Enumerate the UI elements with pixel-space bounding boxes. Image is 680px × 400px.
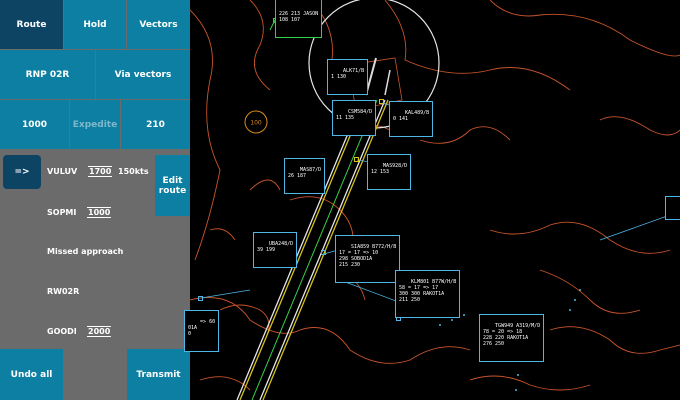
waypoint-altitude[interactable]: 1000 xyxy=(87,207,112,218)
runway xyxy=(384,69,391,96)
undo-all-button[interactable]: Undo all xyxy=(0,349,63,400)
history-dots xyxy=(439,289,581,391)
rnp-approach-button[interactable]: RNP 02R xyxy=(0,50,95,99)
waypoint-name[interactable]: VULUV xyxy=(47,167,78,176)
expedite-button[interactable]: Expedite xyxy=(70,100,120,149)
radar-scope[interactable]: 100 xyxy=(184,0,680,400)
direct-to-button[interactable]: => xyxy=(3,155,41,189)
aircraft-target[interactable] xyxy=(354,157,359,162)
heading-button[interactable]: 210 xyxy=(121,100,190,149)
waypoint-name[interactable]: GOODI xyxy=(47,327,77,336)
airport-outline xyxy=(347,57,403,111)
range-ring-label: 100 xyxy=(250,120,262,127)
vectors-tab[interactable]: Vectors xyxy=(127,0,190,49)
aircraft-label[interactable]: HV xyxy=(665,196,680,220)
waypoint-name[interactable]: RW02R xyxy=(47,287,80,296)
coastline-outline xyxy=(190,0,680,391)
waypoint-name[interactable]: Missed approach xyxy=(47,247,124,256)
radar-map: 100 xyxy=(190,0,680,400)
waypoint-speed[interactable]: 150kts xyxy=(118,167,149,176)
transmit-button[interactable]: Transmit xyxy=(127,349,190,400)
hold-tab[interactable]: Hold xyxy=(64,0,126,49)
aircraft-target[interactable] xyxy=(379,99,384,104)
via-vectors-button[interactable]: Via vectors xyxy=(96,50,190,99)
waypoint-altitude[interactable]: 2000 xyxy=(87,326,112,337)
control-panel: Route Hold Vectors RNP 02R Via vectors 1… xyxy=(0,0,190,400)
aircraft-target[interactable] xyxy=(198,296,203,301)
waypoint-altitude[interactable]: 1700 xyxy=(88,166,113,177)
route-tab[interactable]: Route xyxy=(0,0,63,49)
waypoint-name[interactable]: SOPMI xyxy=(47,208,77,217)
aircraft-target[interactable] xyxy=(321,250,326,255)
edit-route-button[interactable]: Edit route xyxy=(155,155,190,216)
range-ring xyxy=(244,110,268,134)
altitude-button[interactable]: 1000 xyxy=(0,100,69,149)
